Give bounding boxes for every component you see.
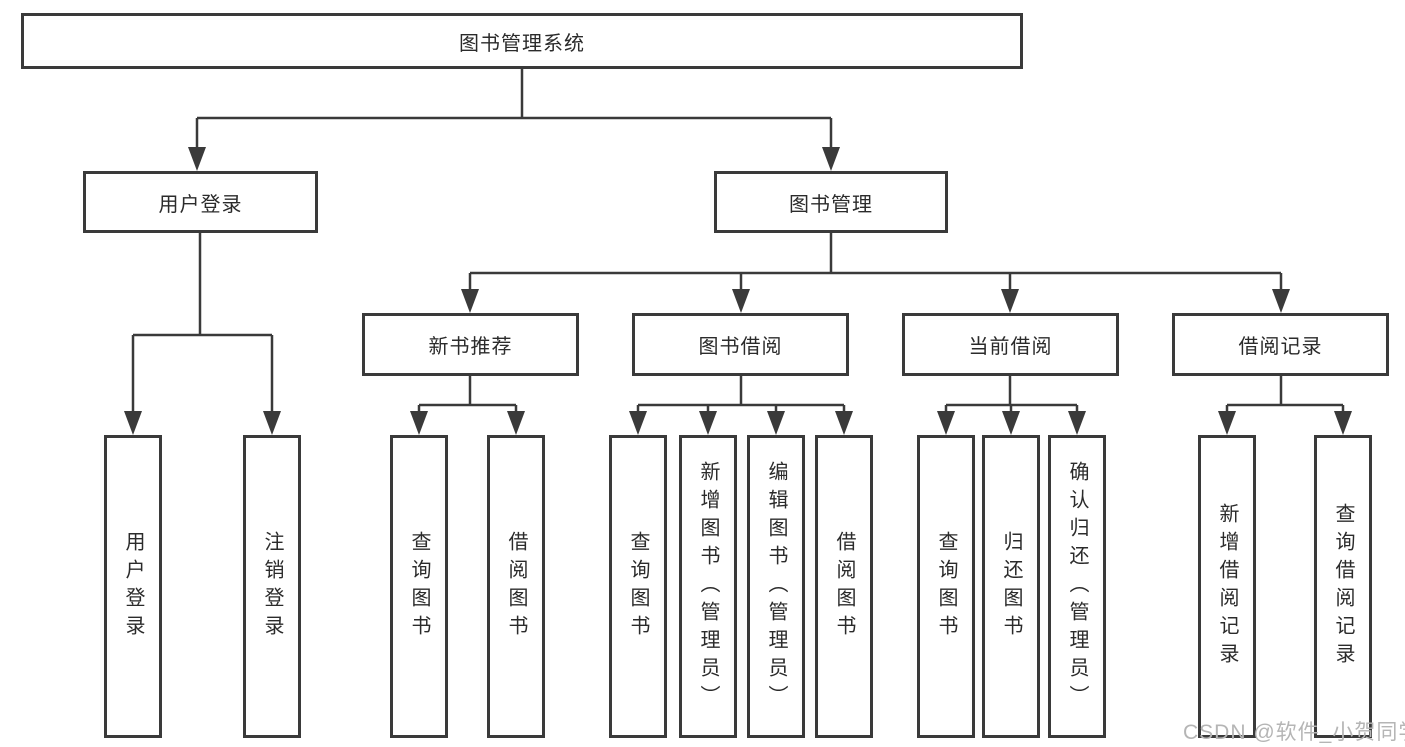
node-current-borrow: 当前借阅 [902, 313, 1119, 376]
leaf-borrow-query-books: 查询图书 [609, 435, 667, 738]
csdn-watermark: CSDN @软件_小贺同学 [1183, 721, 1405, 744]
leaf-records-add-record: 新增借阅记录 [1198, 435, 1256, 738]
node-book-borrow: 图书借阅 [632, 313, 849, 376]
leaf-user-login: 用户登录 [104, 435, 162, 738]
node-book-borrow-label: 图书借阅 [698, 336, 783, 358]
leaf-borrow-edit-books-admin: 编辑图书（管理员） [747, 435, 805, 738]
leaf-newbook-query-books: 查询图书 [390, 435, 448, 738]
node-book-management-label: 图书管理 [789, 193, 873, 216]
node-root-label: 图书管理系统 [459, 32, 585, 55]
node-new-book-recommend: 新书推荐 [362, 313, 579, 376]
node-book-management: 图书管理 [714, 171, 948, 233]
node-new-book-recommend-label: 新书推荐 [428, 336, 513, 358]
leaf-logout: 注销登录 [243, 435, 301, 738]
leaf-borrow-borrow-books: 借阅图书 [815, 435, 873, 738]
node-borrow-records-label: 借阅记录 [1238, 336, 1323, 358]
leaf-borrow-add-books-admin: 新增图书（管理员） [679, 435, 737, 738]
leaf-current-return-books: 归还图书 [982, 435, 1040, 738]
leaf-records-query-record: 查询借阅记录 [1314, 435, 1372, 738]
leaf-newbook-borrow-books: 借阅图书 [487, 435, 545, 738]
node-root: 图书管理系统 [21, 13, 1023, 69]
node-current-borrow-label: 当前借阅 [968, 336, 1053, 358]
node-user-login-label: 用户登录 [158, 193, 243, 216]
leaf-current-confirm-return-admin: 确认归还（管理员） [1048, 435, 1106, 738]
node-user-login: 用户登录 [83, 171, 318, 233]
leaf-current-query-books: 查询图书 [917, 435, 975, 738]
node-borrow-records: 借阅记录 [1172, 313, 1389, 376]
